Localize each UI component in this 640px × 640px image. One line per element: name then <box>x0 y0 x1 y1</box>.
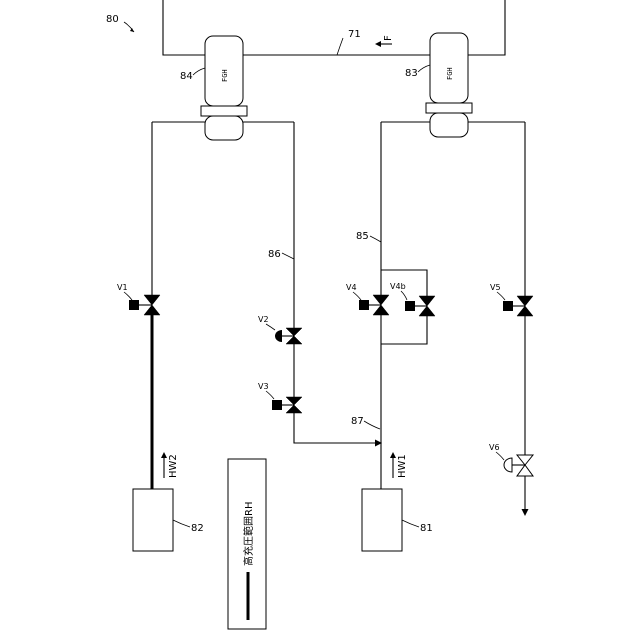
flow-arrow-head <box>375 41 381 47</box>
valve-v1-leader <box>124 292 132 300</box>
valve-v4b-label: V4b <box>390 282 406 291</box>
valve-v4 <box>359 295 389 315</box>
fgh-left-ref-leader <box>193 68 205 75</box>
valve-v2-lower-triangle <box>286 336 302 344</box>
valve-v1 <box>129 295 160 315</box>
valve-v1-upper-triangle <box>144 295 160 305</box>
flow-arrow-label: F <box>383 35 394 41</box>
valve-v5-leader <box>497 292 505 300</box>
left-loop-ref-leader <box>282 253 294 259</box>
valve-v6 <box>504 455 533 476</box>
valve-v1-actuator <box>129 300 139 310</box>
valve-v4b <box>405 296 435 316</box>
source-82-leader <box>173 520 190 527</box>
hw2-arrowhead <box>161 452 167 458</box>
valve-v4-upper-triangle <box>373 295 389 305</box>
valve-v4b-actuator <box>405 301 415 311</box>
duct-ref-label: 71 <box>348 29 361 40</box>
source-81-box <box>362 489 402 551</box>
valve-v1-label: V1 <box>117 283 128 292</box>
fgh-left-ref-label: 84 <box>180 71 193 82</box>
valve-v4-lower-triangle <box>373 305 389 315</box>
valve-v4b-upper-triangle <box>419 296 435 306</box>
valve-v6-diaphragm-actuator <box>504 458 512 472</box>
valve-v5-lower-triangle <box>517 306 533 316</box>
valve-v2-label: V2 <box>258 315 269 324</box>
valve-v4-label: V4 <box>346 283 357 292</box>
left-loop-ref-label: 86 <box>268 249 281 260</box>
fgh-left-flange <box>201 106 247 116</box>
system-ref-label: 80 <box>106 14 119 25</box>
branch-ref-label: 87 <box>351 416 364 427</box>
valve-v2-diaphragm-actuator <box>275 330 282 342</box>
valve-v2-leader <box>266 324 275 330</box>
valve-v6-label: V6 <box>489 443 500 452</box>
valve-v3-lower-triangle <box>286 405 302 413</box>
valve-v2 <box>275 328 302 344</box>
valve-v4-actuator <box>359 300 369 310</box>
hw1-flow-indicator: HW1 <box>390 452 408 478</box>
valve-v6-lower-triangle <box>517 465 533 476</box>
right-loop-ref-label: 85 <box>356 231 369 242</box>
v4b-bypass-bottom <box>381 316 427 344</box>
valve-v4-leader <box>353 292 361 300</box>
duct-ref-leader <box>337 38 343 55</box>
valve-v5 <box>503 296 533 316</box>
branch-ref-leader <box>364 421 380 429</box>
flow-arrow-f: F <box>375 35 394 47</box>
fgh-left-label: FGH <box>221 69 229 82</box>
fgh-right-flange <box>426 103 472 113</box>
valve-v5-upper-triangle <box>517 296 533 306</box>
fgh-right-ref-label: 83 <box>405 68 418 79</box>
valve-v4b-leader <box>401 291 407 300</box>
valve-v3 <box>272 397 302 413</box>
drain-arrowhead <box>522 509 529 516</box>
valve-v1-lower-triangle <box>144 305 160 315</box>
valve-v3-upper-triangle <box>286 397 302 405</box>
valve-v3-label: V3 <box>258 382 269 391</box>
hw2-label: HW2 <box>168 454 179 478</box>
valve-v6-upper-triangle <box>517 455 533 465</box>
valve-v3-actuator <box>272 400 282 410</box>
valve-v2-upper-triangle <box>286 328 302 336</box>
valve-v5-actuator <box>503 301 513 311</box>
hw1-label: HW1 <box>397 454 408 478</box>
fgh-left-heat-exchanger: FGH <box>201 36 247 140</box>
valve-v5-label: V5 <box>490 283 501 292</box>
source-82 <box>133 489 173 551</box>
legend: 高充圧範囲RH <box>228 459 266 629</box>
right-loop-ref-leader <box>370 236 381 242</box>
hw1-arrowhead <box>390 452 396 458</box>
fgh-right-lower-body <box>430 113 468 137</box>
legend-text: 高充圧範囲RH <box>242 502 255 566</box>
source-82-box <box>133 489 173 551</box>
hw2-flow-indicator: HW2 <box>161 452 179 478</box>
source-81-leader <box>402 520 419 527</box>
fgh-right-label: FGH <box>446 67 454 80</box>
fgh-right-heat-exchanger: FGH <box>426 33 472 137</box>
system-ref-arrowhead <box>130 28 134 32</box>
source-81-ref-label: 81 <box>420 523 433 534</box>
valve-v4b-lower-triangle <box>419 306 435 316</box>
source-81 <box>362 489 402 551</box>
source-82-ref-label: 82 <box>191 523 204 534</box>
valve-v3-leader <box>266 391 274 399</box>
fgh-left-lower-body <box>205 116 243 140</box>
fgh-right-ref-leader <box>418 65 430 72</box>
valve-v6-leader <box>496 452 504 460</box>
branch-pipe-87 <box>294 413 378 443</box>
